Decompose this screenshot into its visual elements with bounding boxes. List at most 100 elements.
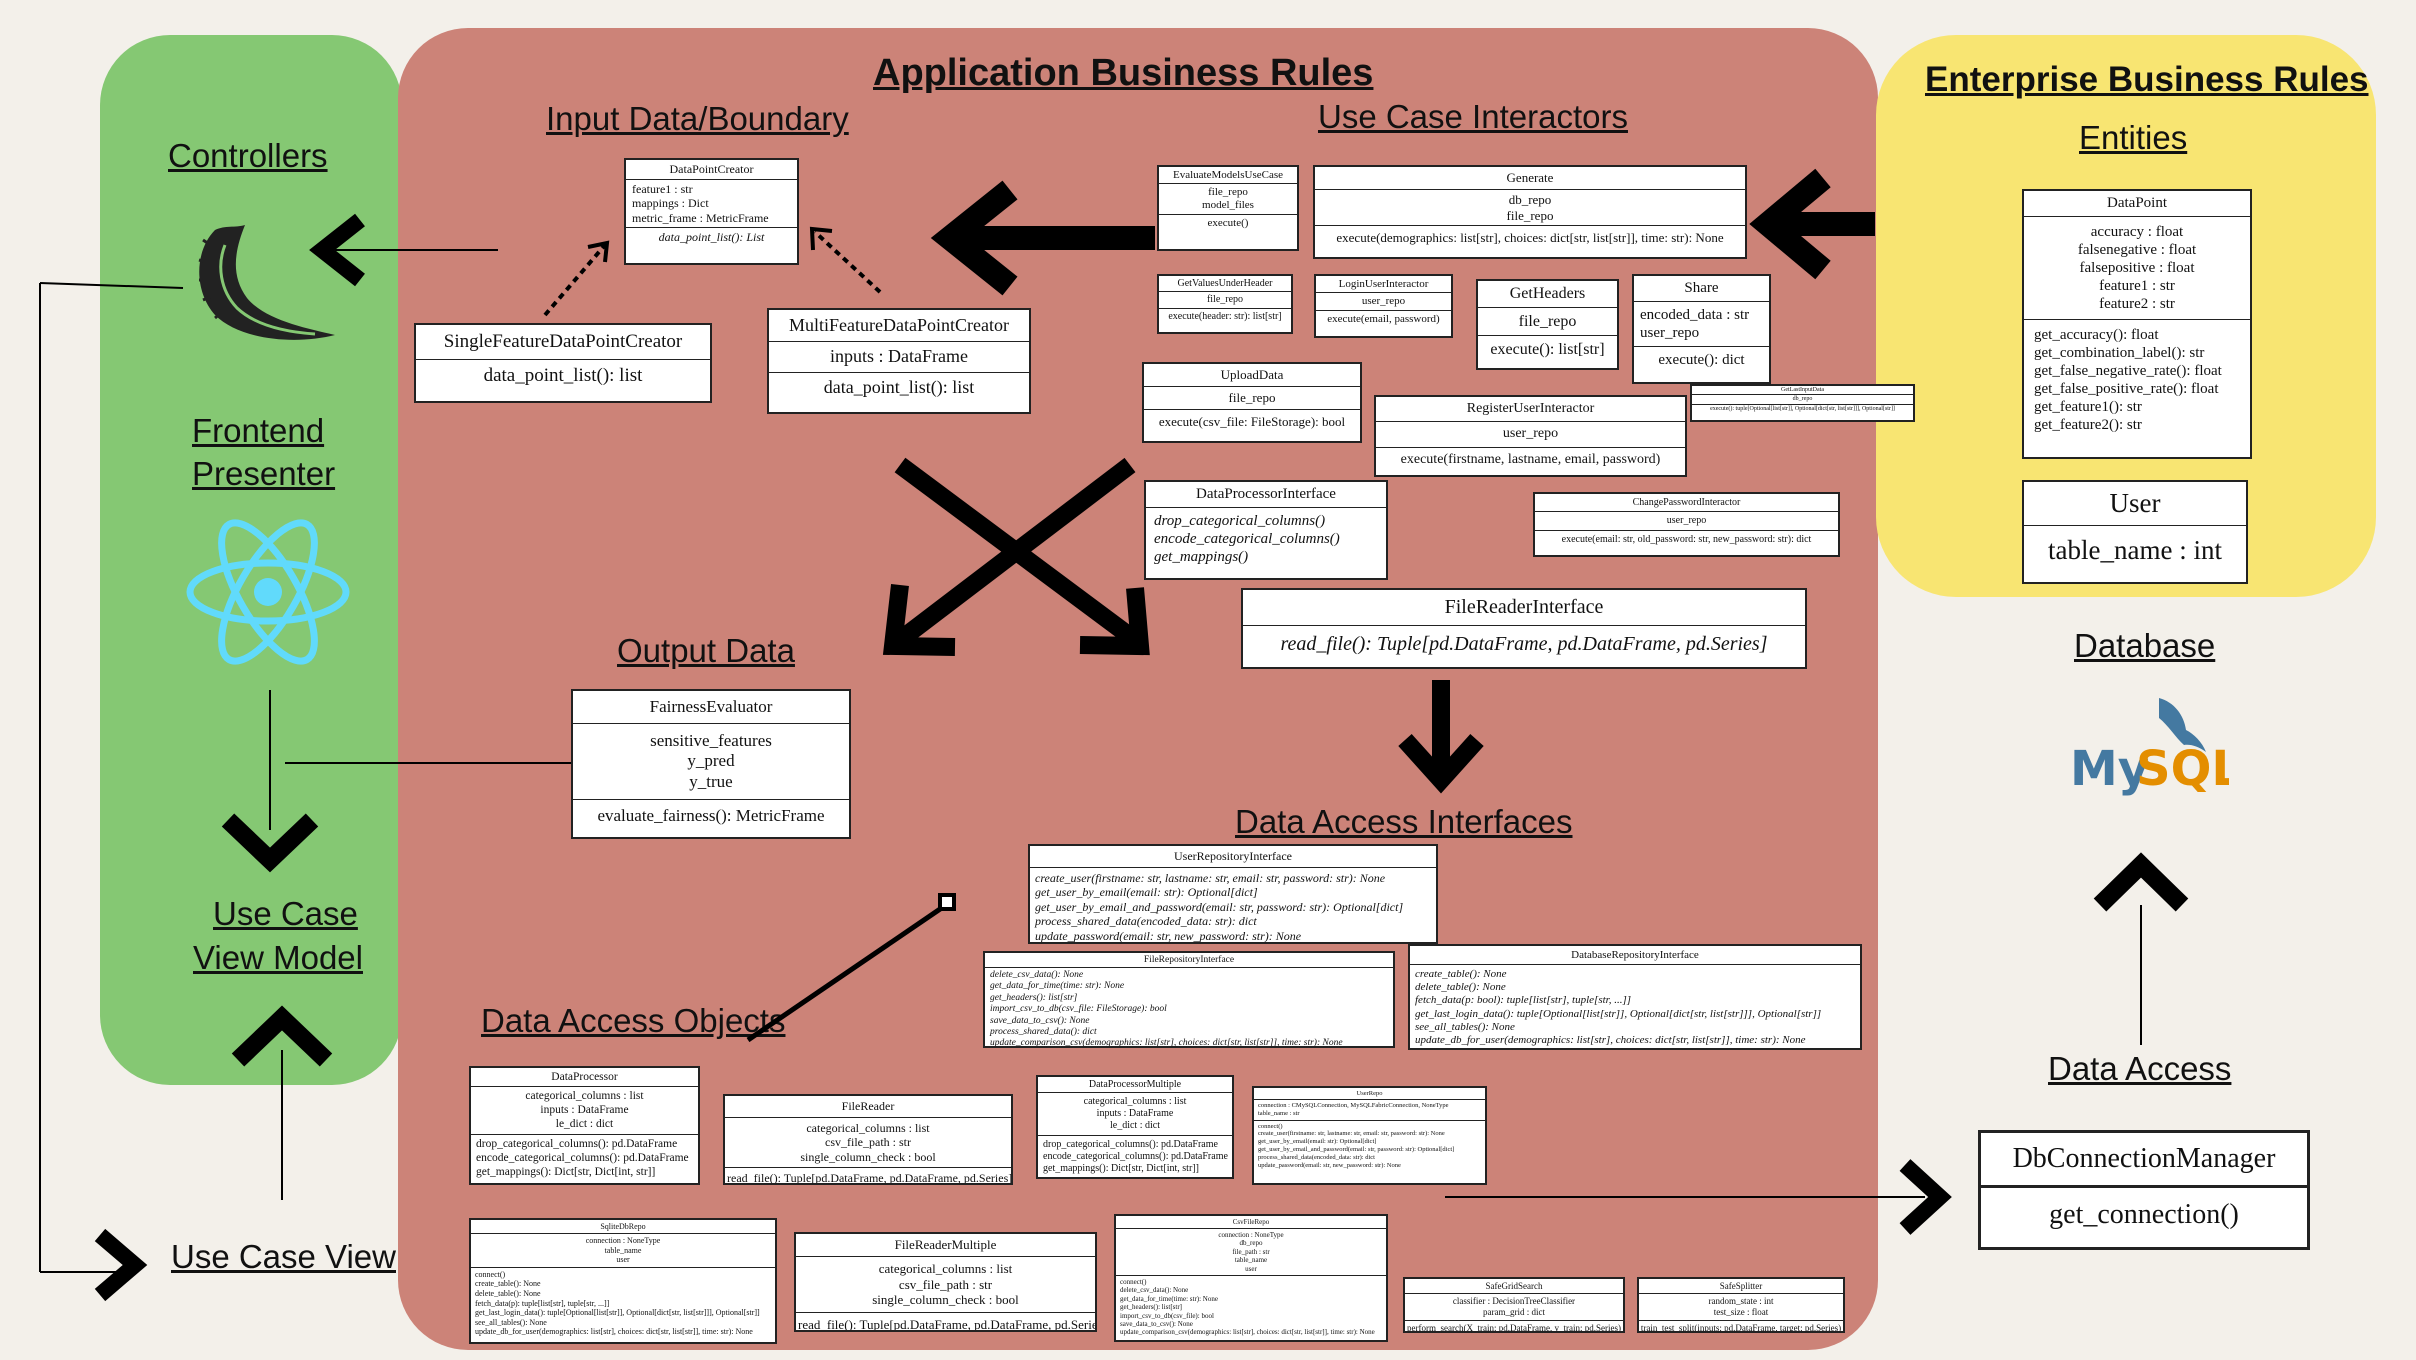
- method: execute(): dict: [1658, 352, 1745, 368]
- class-name: MultiFeatureDataPointCreator: [769, 310, 1029, 342]
- attr: file_repo: [1506, 207, 1554, 223]
- method: execute(email, password): [1327, 313, 1440, 326]
- method: update_comparison_csv(demographics: list…: [990, 1038, 1343, 1048]
- class-single-feature-creator: SingleFeatureDataPointCreator data_point…: [414, 323, 712, 403]
- class-change-password: ChangePasswordInteractor user_repo execu…: [1533, 492, 1840, 557]
- attr: model_files: [1202, 199, 1254, 212]
- class-file-reader-interface: FileReaderInterface read_file(): Tuple[p…: [1241, 588, 1807, 669]
- method: read_file(): Tuple[pd.DataFrame, pd.Data…: [727, 1171, 1013, 1185]
- class-data-processor: DataProcessor categorical_columns : list…: [469, 1066, 700, 1185]
- class-safe-grid-search: SafeGridSearch classifier : DecisionTree…: [1403, 1277, 1625, 1333]
- frontend-label: Frontend: [192, 412, 325, 449]
- svg-text:SQL: SQL: [2136, 741, 2229, 797]
- class-name: ChangePasswordInteractor: [1535, 494, 1838, 512]
- attr: le_dict : dict: [555, 1117, 614, 1130]
- method: delete_csv_data(): None: [990, 970, 1084, 980]
- method: get_headers(): list[str]: [990, 992, 1078, 1003]
- class-name: CsvFileRepo: [1116, 1216, 1386, 1229]
- method: update_db_for_user(demographics: list[st…: [475, 1327, 753, 1337]
- class-name: UserRepositoryInterface: [1030, 846, 1436, 868]
- attr: classifier : DecisionTreeClassifier: [1452, 1296, 1576, 1306]
- class-name: UploadData: [1144, 364, 1360, 387]
- method: execute(): list[str]: [1490, 341, 1605, 359]
- method: execute(firstname, lastname, email, pass…: [1400, 451, 1661, 467]
- entities-label: Entities: [2079, 119, 2188, 156]
- method: create_table(): None: [475, 1279, 541, 1289]
- method: get_user_by_email_and_password(email: st…: [1035, 899, 1404, 914]
- mysql-logo: My SQL: [2064, 690, 2242, 800]
- attr: inputs : DataFrame: [830, 346, 968, 366]
- method: import_csv_to_db(csv_file: FileStorage):…: [990, 1004, 1167, 1015]
- attr: falsepositive : float: [2079, 260, 2195, 276]
- attr: file_repo: [1228, 390, 1276, 405]
- class-get-last-input-data: GetLastInputData db_repo execute(): tupl…: [1690, 384, 1915, 422]
- method: get_headers(): list[str]: [1120, 1303, 1183, 1312]
- method: process_shared_data(): dict: [990, 1026, 1097, 1037]
- arrow-to-use-case-view: [94, 1228, 148, 1302]
- attr: feature2 : str: [2099, 296, 2175, 312]
- use-case-interactors-label: Use Case Interactors: [1318, 98, 1628, 135]
- attr: y_true: [689, 771, 733, 791]
- output-data-label: Output Data: [617, 632, 795, 669]
- method: drop_categorical_columns(): pd.DataFrame: [476, 1138, 678, 1151]
- attr: feature1 : str: [632, 182, 693, 196]
- attr: file_repo: [1208, 186, 1248, 198]
- method: get_connection(): [2049, 1199, 2239, 1230]
- class-name: User: [2024, 482, 2246, 526]
- method: execute(): tuple[Optional[list[str]], Op…: [1710, 406, 1895, 413]
- method: execute(): [1207, 217, 1249, 230]
- method: fetch_data(p: bool): tuple[list[str], tu…: [1415, 994, 1632, 1007]
- svg-text:My: My: [2070, 741, 2149, 797]
- method: encode_categorical_columns(): pd.DataFra…: [1043, 1151, 1228, 1162]
- class-name: FairnessEvaluator: [573, 691, 849, 724]
- attr: connection : NoneType: [1218, 1231, 1284, 1239]
- class-name: DataProcessor: [471, 1068, 698, 1087]
- method: get_user_by_email(email: str): Optional[…: [1258, 1138, 1377, 1146]
- class-get-values-under-header: GetValuesUnderHeader file_repo execute(h…: [1157, 274, 1293, 334]
- class-name: DataProcessorMultiple: [1038, 1077, 1232, 1093]
- method: train_test_split(inputs: pd.DataFrame, t…: [1640, 1322, 1842, 1333]
- class-user: User table_name : int: [2022, 480, 2248, 584]
- data-access-interfaces-label: Data Access Interfaces: [1235, 803, 1573, 840]
- class-user-repository-interface: UserRepositoryInterface create_user(firs…: [1028, 844, 1438, 944]
- attr: mappings : Dict: [632, 196, 709, 211]
- method: perform_search(X_train: pd.DataFrame, y_…: [1407, 1322, 1621, 1333]
- attr: single_column_check : bool: [872, 1292, 1019, 1308]
- method: update_comparison_csv(demographics: list…: [1120, 1328, 1375, 1337]
- method: evaluate_fairness(): MetricFrame: [597, 806, 825, 826]
- method: drop_categorical_columns(): [1154, 513, 1326, 529]
- class-multi-feature-creator: MultiFeatureDataPointCreator inputs : Da…: [767, 308, 1031, 414]
- class-fairness-evaluator: FairnessEvaluator sensitive_features y_p…: [571, 689, 851, 839]
- attr: encoded_data : str: [1640, 307, 1750, 323]
- attr: metric_frame : MetricFrame: [632, 210, 769, 225]
- class-data-point: DataPoint accuracy : float falsenegative…: [2022, 189, 2252, 459]
- class-name: LoginUserInteractor: [1316, 276, 1451, 293]
- class-name: FileReaderInterface: [1243, 590, 1805, 626]
- class-name: GetValuesUnderHeader: [1159, 276, 1291, 292]
- class-name: FileReader: [725, 1096, 1011, 1118]
- attr: table_name : str: [1258, 1109, 1300, 1117]
- attr: falsenegative : float: [2077, 242, 2197, 258]
- method: connect(): [475, 1269, 506, 1279]
- class-db-connection-manager: DbConnectionManager get_connection(): [1978, 1130, 2310, 1250]
- class-login-user: LoginUserInteractor user_repo execute(em…: [1314, 274, 1453, 338]
- attr: table_name: [1234, 1256, 1268, 1265]
- class-name: DataProcessorInterface: [1146, 482, 1386, 508]
- class-name: SqliteDbRepo: [471, 1220, 775, 1234]
- class-name: FileReaderMultiple: [796, 1234, 1095, 1257]
- class-name: DataPoint: [2024, 191, 2250, 217]
- attr: user_repo: [1502, 426, 1559, 441]
- method: read_file(): Tuple[pd.DataFrame, pd.Data…: [1280, 633, 1768, 655]
- class-name: RegisterUserInteractor: [1376, 397, 1685, 422]
- method: get_last_login_data(): tuple[Optional[li…: [1415, 1007, 1822, 1020]
- method: get_mappings(): Dict[str, Dict[int, str]…: [476, 1165, 656, 1178]
- method: drop_categorical_columns(): pd.DataFrame: [1043, 1139, 1218, 1150]
- attr: user: [1245, 1264, 1257, 1273]
- method: process_shared_data(encoded_data: str): …: [1258, 1153, 1375, 1161]
- method: encode_categorical_columns(): [1154, 531, 1340, 547]
- attr: connection : CMySQLConnection, MySQLFabr…: [1258, 1102, 1449, 1109]
- method: process_shared_data(encoded_data: str): …: [1035, 914, 1257, 929]
- class-register-user: RegisterUserInteractor user_repo execute…: [1374, 395, 1687, 477]
- attr: db_repo: [1239, 1239, 1263, 1248]
